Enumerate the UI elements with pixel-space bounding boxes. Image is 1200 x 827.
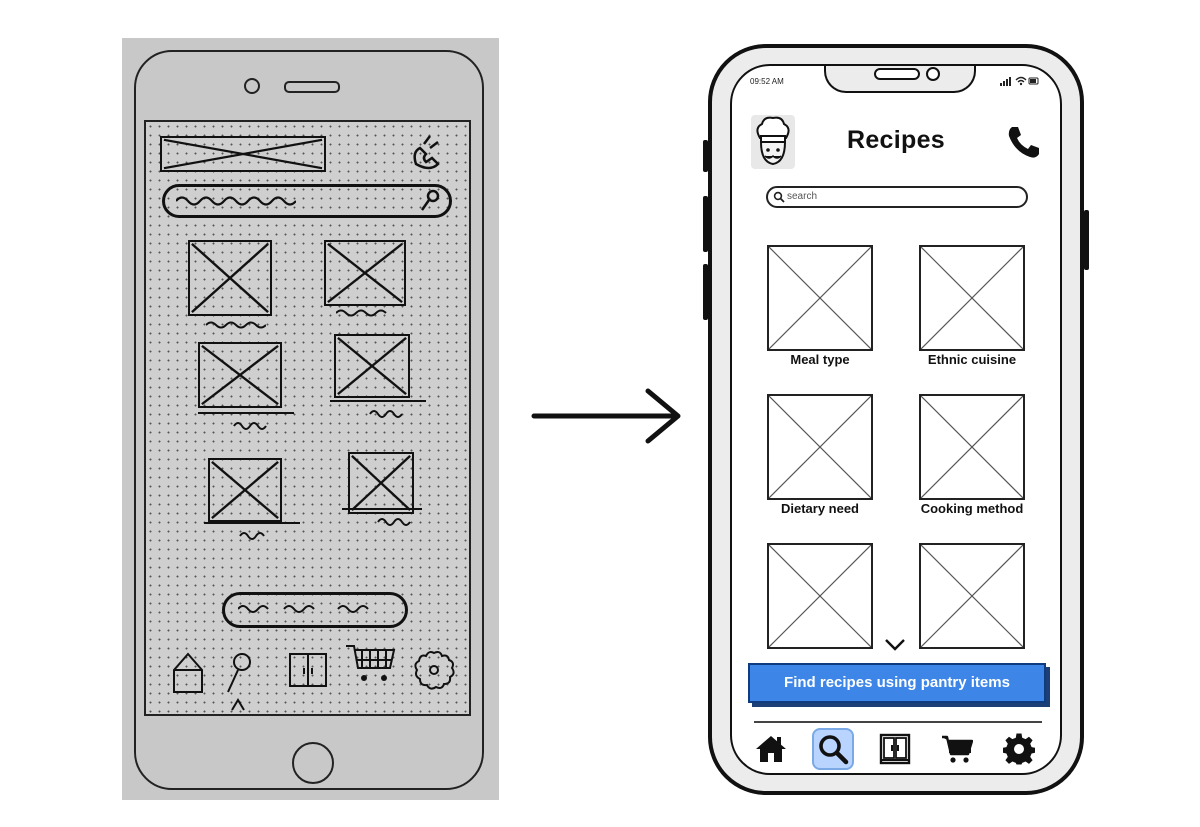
category-label[interactable]: Meal type [790, 352, 850, 367]
sketch-search-icon [227, 653, 251, 711]
search-icon [819, 735, 849, 765]
side-button [1084, 210, 1089, 270]
sketch-cta-button [222, 592, 408, 628]
sketch-pantry-icon [289, 653, 327, 687]
category-label[interactable]: Dietary need [780, 501, 860, 516]
sketch-tile-label [336, 309, 387, 317]
sketch-tile [334, 334, 410, 398]
tabbar-divider [754, 721, 1042, 723]
sketch-settings-icon [414, 651, 455, 690]
side-button [703, 264, 708, 320]
page-title: Recipes [847, 126, 945, 154]
sketch-tile-label [206, 321, 266, 329]
notch-camera [926, 67, 940, 81]
phone-notch [824, 66, 976, 93]
sketch-tile [208, 458, 282, 522]
tab-settings[interactable] [998, 728, 1040, 770]
status-icons [1000, 76, 1039, 86]
category-tile-image[interactable] [919, 543, 1025, 649]
chevron-down-icon[interactable] [884, 638, 906, 652]
category-tile-image[interactable] [767, 543, 873, 649]
sketch-home-button [292, 742, 334, 784]
sketch-search-bar [162, 184, 452, 218]
paper-sketch [122, 38, 499, 800]
sketch-speaker [284, 81, 340, 93]
tab-search[interactable] [812, 728, 854, 770]
sketch-tile [198, 342, 282, 408]
side-button [703, 196, 708, 252]
category-label[interactable]: Ethnic cuisine [927, 352, 1017, 367]
chef-icon [751, 115, 795, 169]
sketch-tile-label [198, 412, 294, 430]
wireframe-screen: 09:52 AM Recipes search Meal type Ethnic… [730, 64, 1062, 775]
search-input[interactable]: search [766, 186, 1028, 208]
sketch-tile-label [342, 508, 422, 526]
sketch-tile [188, 240, 272, 316]
sketch-tile [348, 452, 414, 514]
sketch-phone-outline [134, 50, 484, 790]
tab-pantry[interactable] [874, 728, 916, 770]
category-tile-image[interactable] [919, 245, 1025, 351]
sketch-home-icon [173, 652, 203, 693]
settings-icon [1003, 733, 1035, 765]
sketch-search-text [176, 196, 296, 206]
sketch-phone-icon [413, 135, 440, 170]
category-tile-image[interactable] [919, 394, 1025, 500]
sketch-tile-label [330, 400, 426, 418]
sketch-search-icon [420, 189, 440, 211]
home-icon [756, 736, 786, 762]
notch-speaker [874, 68, 920, 80]
phone-icon[interactable] [1006, 124, 1042, 160]
status-time: 09:52 AM [750, 77, 784, 86]
category-label[interactable]: Cooking method [920, 501, 1024, 516]
pantry-icon [879, 733, 911, 765]
tab-cart[interactable] [936, 728, 978, 770]
search-placeholder: search [787, 191, 818, 202]
sketch-title-placeholder [160, 136, 326, 172]
sketch-tile-label [204, 522, 300, 540]
category-tile-image[interactable] [767, 394, 873, 500]
find-recipes-button[interactable]: Find recipes using pantry items [748, 663, 1046, 703]
cart-icon [942, 735, 973, 763]
sketch-cta-text [238, 605, 369, 613]
transition-arrow [531, 388, 681, 444]
sketch-cart-icon [346, 645, 396, 681]
side-button [703, 140, 708, 172]
category-tile-image[interactable] [767, 245, 873, 351]
search-icon [773, 191, 785, 203]
sketch-screen [144, 120, 471, 716]
tab-home[interactable] [750, 728, 792, 770]
sketch-tile [324, 240, 406, 306]
sketch-camera [244, 78, 260, 94]
